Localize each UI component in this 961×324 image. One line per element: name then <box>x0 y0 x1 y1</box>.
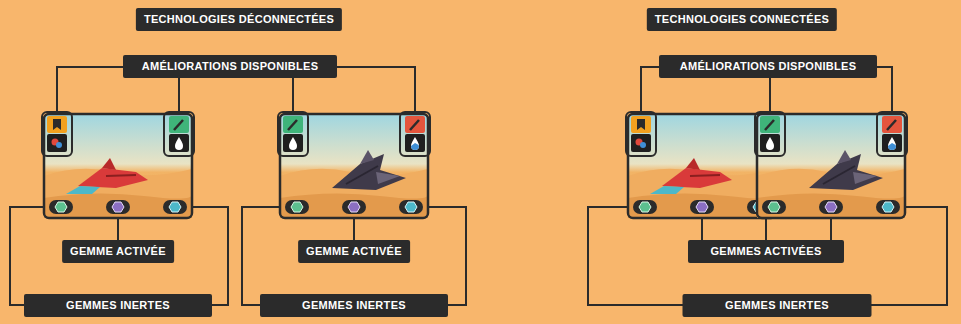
upgrade-slot <box>626 112 656 156</box>
leader-lines <box>10 67 947 305</box>
banner-label: AMÉLIORATIONS DISPONIBLES <box>123 55 337 78</box>
ship-wreck <box>809 150 883 190</box>
banner-label: GEMMES INERTES <box>683 294 872 317</box>
label-text: GEMME ACTIVÉE <box>306 245 402 258</box>
label-text: AMÉLIORATIONS DISPONIBLES <box>131 60 329 73</box>
label-text: AMÉLIORATIONS DISPONIBLES <box>667 60 869 73</box>
upgrade-slot <box>278 112 308 156</box>
label-text: GEMMES INERTES <box>691 299 864 312</box>
banner-label: GEMME ACTIVÉE <box>62 240 174 263</box>
bracket-line <box>242 207 466 305</box>
bracket-line <box>10 207 228 305</box>
label-text: TECHNOLOGIES DÉCONNECTÉES <box>144 13 334 26</box>
banner-label: AMÉLIORATIONS DISPONIBLES <box>659 55 877 78</box>
ship-wreck <box>332 150 406 190</box>
label-text: GEMME ACTIVÉE <box>70 245 166 258</box>
section-title: TECHNOLOGIES CONNECTÉES <box>647 8 837 31</box>
bracket-line <box>588 207 947 305</box>
section-title: TECHNOLOGIES DÉCONNECTÉES <box>136 8 342 31</box>
label-text: GEMMES ACTIVÉES <box>696 245 836 258</box>
banner-label: GEMMES ACTIVÉES <box>688 240 844 263</box>
ship-wreck <box>650 158 732 194</box>
banner-label: GEMME ACTIVÉE <box>298 240 410 263</box>
label-text: GEMMES INERTES <box>32 299 204 312</box>
upgrade-slot <box>42 112 72 156</box>
upgrade-slot <box>755 112 785 156</box>
banner-label: GEMMES INERTES <box>260 294 448 317</box>
upgrade-slot <box>164 112 194 156</box>
upgrade-slot <box>877 112 907 156</box>
upgrade-slot <box>400 112 430 156</box>
ship-wreck <box>66 158 148 194</box>
label-text: GEMMES INERTES <box>268 299 440 312</box>
label-text: TECHNOLOGIES CONNECTÉES <box>655 13 829 26</box>
banner-label: GEMMES INERTES <box>24 294 212 317</box>
